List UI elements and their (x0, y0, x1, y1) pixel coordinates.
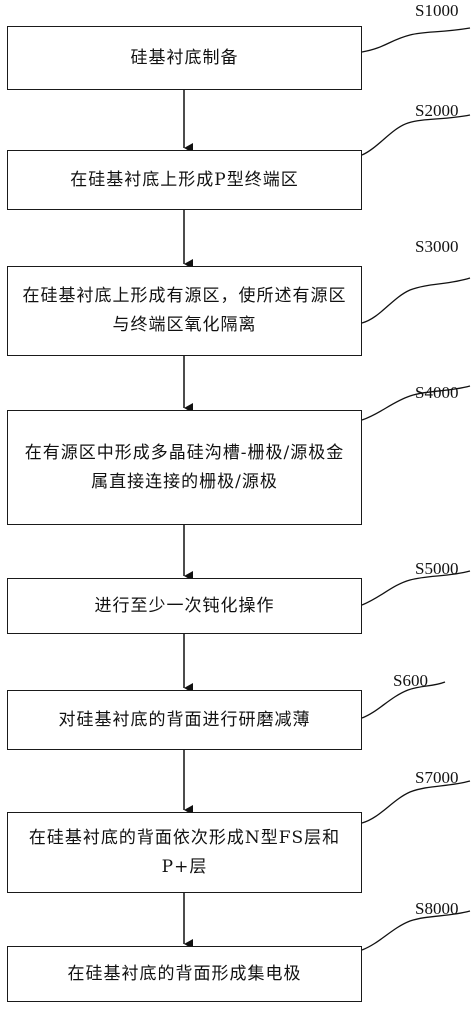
leader-s2000 (361, 114, 471, 156)
step-box-s3000: 在硅基衬底上形成有源区，使所述有源区与终端区氧化隔离 (7, 266, 362, 356)
step-label-s5000: S5000 (415, 559, 459, 578)
step-text: 在硅基衬底上形成有源区，使所述有源区与终端区氧化隔离 (22, 286, 347, 335)
step-box-s2000: 在硅基衬底上形成P型终端区 (7, 150, 362, 210)
step-box-s8000: 在硅基衬底的背面形成集电极 (7, 946, 362, 1002)
step-label-s2000: S2000 (415, 101, 459, 120)
leader-s8000 (361, 910, 471, 951)
leader-s600 (361, 681, 446, 719)
step-box-s600: 对硅基衬底的背面进行研磨减薄 (7, 690, 362, 750)
step-label-s1000: S1000 (415, 1, 459, 20)
step-text: 对硅基衬底的背面进行研磨减薄 (58, 709, 311, 730)
step-box-s4000: 在有源区中形成多晶硅沟槽-栅极/源极金属直接连接的栅极/源极 (7, 410, 362, 525)
leader-s1000 (361, 27, 471, 53)
leader-s7000 (361, 780, 471, 824)
step-text: 在有源区中形成多晶硅沟槽-栅极/源极金属直接连接的栅极/源极 (24, 442, 345, 492)
step-box-s7000: 在硅基衬底的背面依次形成N型FS层和P+层 (7, 812, 362, 893)
leader-s4000 (361, 385, 471, 421)
leader-s5000 (361, 570, 471, 606)
step-text: 在硅基衬底的背面依次形成N型FS层和P+层 (28, 827, 341, 877)
step-label-s4000: S4000 (415, 383, 459, 402)
leader-s3000 (361, 277, 471, 324)
step-label-s3000: S3000 (415, 237, 459, 256)
step-label-s7000: S7000 (415, 768, 459, 787)
step-label-s8000: S8000 (415, 899, 459, 918)
step-text: 在硅基衬底的背面形成集电极 (67, 963, 302, 984)
step-text: 硅基衬底制备 (130, 47, 239, 68)
step-text: 进行至少一次钝化操作 (94, 595, 275, 616)
step-box-s1000: 硅基衬底制备 (7, 26, 362, 90)
step-text: 在硅基衬底上形成P型终端区 (70, 169, 299, 190)
step-box-s5000: 进行至少一次钝化操作 (7, 578, 362, 634)
step-label-s600: S600 (393, 671, 428, 690)
